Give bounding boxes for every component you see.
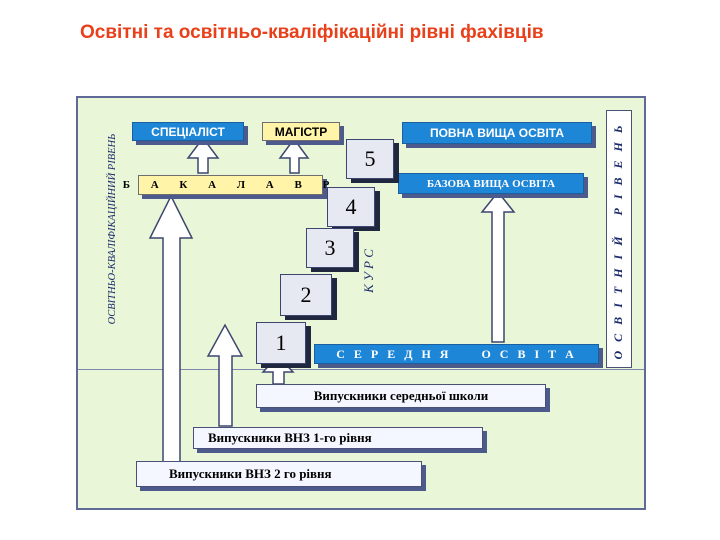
graduates-school-box: Випускники середньої школи — [256, 384, 546, 408]
course-step-3: 3 — [306, 228, 354, 268]
course-step-2: 2 — [280, 274, 332, 316]
course-step-4: 4 — [327, 187, 375, 227]
graduates-vnz1-box: Випускники ВНЗ 1-го рівня — [193, 427, 483, 449]
povna-vyshcha-box: ПОВНА ВИЩА ОСВІТА — [402, 122, 592, 144]
left-vertical-label: ОСВІТНЬО-КВАЛІФІКАЦІЙНИЙ РІВЕНЬ — [107, 133, 118, 325]
magistr-box: МАГІСТР — [262, 122, 340, 141]
graduates-vnz2-box: Випускники ВНЗ 2 го рівня — [136, 461, 422, 487]
course-step-5: 5 — [346, 139, 394, 179]
arrow-up-to-bakalavr — [148, 194, 194, 489]
page-title: Освітні та освітньо-кваліфікаційні рівні… — [80, 22, 544, 43]
serednya-osvita-box: С Е Р Е Д Н Я О С В І Т А — [314, 344, 599, 364]
course-step-1: 1 — [256, 322, 306, 364]
bazova-vyshcha-box: БАЗОВА ВИЩА ОСВІТА — [398, 173, 584, 194]
specialist-box: СПЕЦІАЛІСТ — [132, 122, 244, 141]
arrow-up-to-specialist — [186, 136, 220, 174]
right-vertical-label: ОСВІТНІЙ РІВЕНЬ — [611, 116, 625, 360]
divider-line — [78, 369, 644, 370]
bakalavr-box: Б А К А Л А В Р — [123, 175, 329, 195]
arrow-up-to-magistr — [278, 137, 310, 174]
kurs-label: К У Р С — [361, 249, 376, 293]
arrow-up-to-bazova — [480, 190, 516, 343]
arrow-up-from-vnz1 — [206, 323, 244, 427]
right-label-box — [606, 110, 632, 368]
arrow-up-from-school — [261, 354, 295, 385]
